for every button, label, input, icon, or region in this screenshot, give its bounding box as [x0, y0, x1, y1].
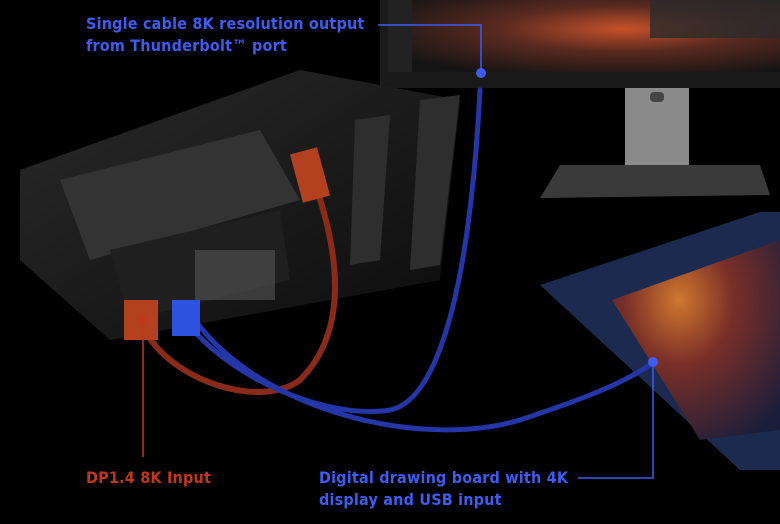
callout-dot — [648, 357, 658, 367]
callout-dp-input: DP1.4 8K Input — [86, 468, 212, 487]
callout-drawing-board-line1: Digital drawing board with 4K — [319, 468, 569, 487]
motherboard — [20, 70, 460, 340]
callout-thunderbolt-line1: Single cable 8K resolution output — [86, 14, 365, 33]
callout-dot — [138, 315, 148, 325]
callout-drawing-board-line2: display and USB input — [319, 490, 502, 509]
cables — [124, 87, 653, 433]
callout-line-thunderbolt — [378, 24, 486, 78]
callout-thunderbolt-line2: from Thunderbolt™ port — [86, 36, 287, 55]
callout-line-dp — [138, 315, 148, 457]
callout-dot — [476, 68, 486, 78]
callout-line-drawing-board — [578, 357, 658, 479]
callout-thunderbolt: Single cable 8K resolution output from T… — [86, 13, 365, 57]
drawing-tablet — [540, 212, 780, 470]
monitor — [380, 0, 780, 198]
callout-drawing-board: Digital drawing board with 4K display an… — [319, 467, 568, 511]
